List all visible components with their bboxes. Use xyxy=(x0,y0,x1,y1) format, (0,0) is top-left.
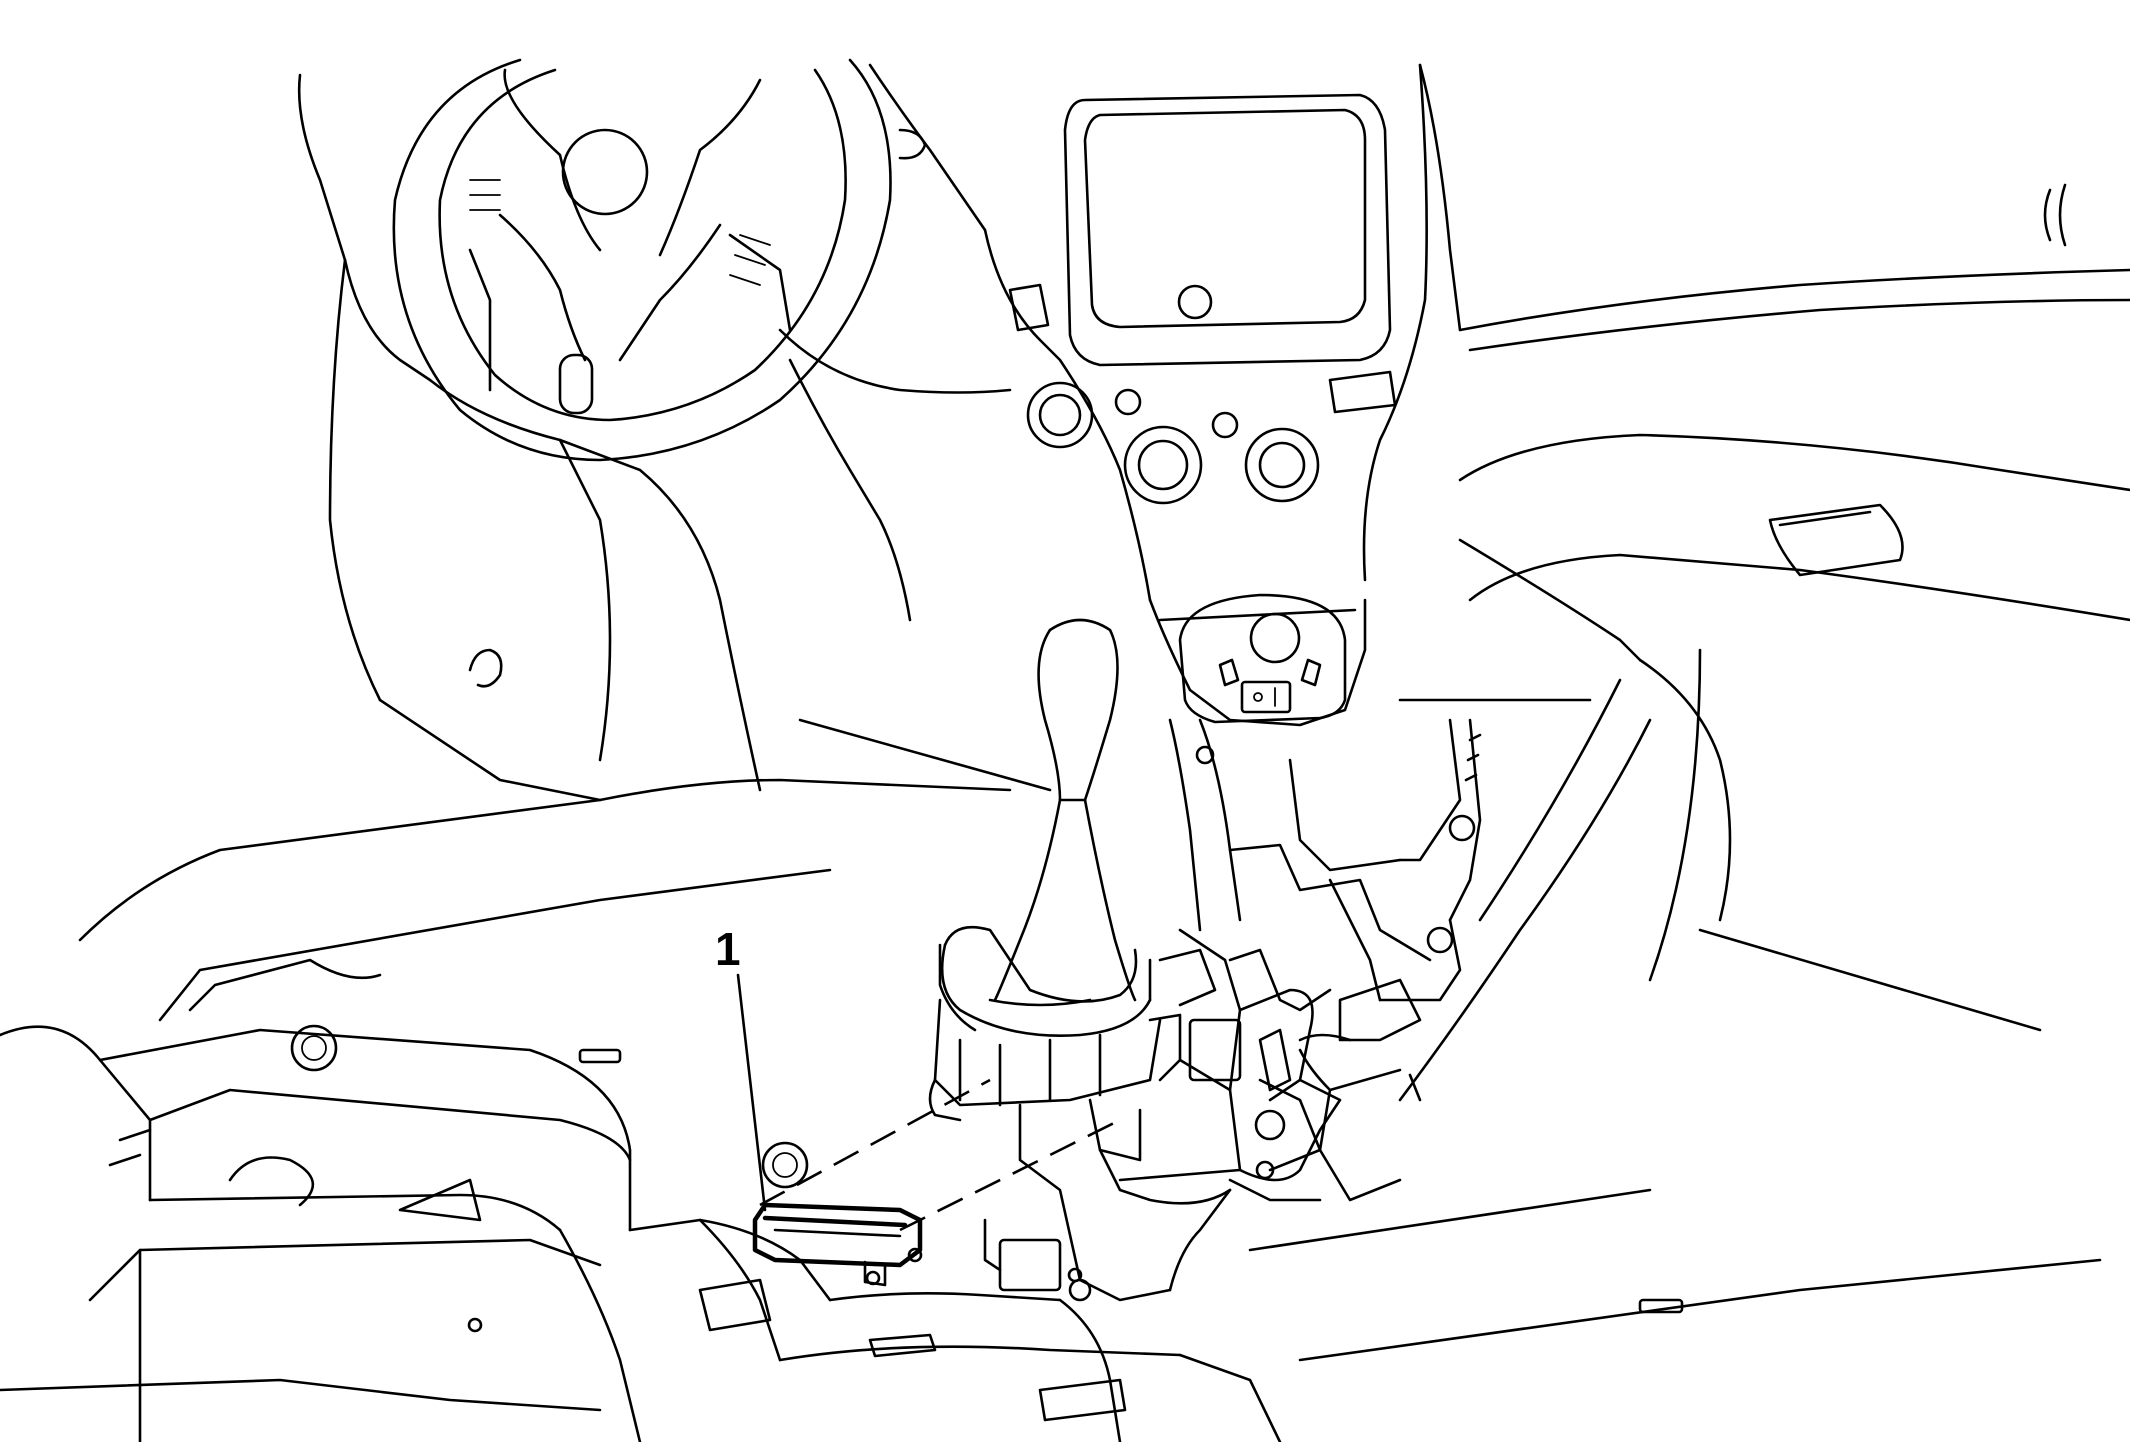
shifter-control-module xyxy=(752,1078,1121,1287)
floor-pan xyxy=(78,648,2102,1362)
callout-1: 1 xyxy=(715,923,767,1212)
console-brackets xyxy=(1168,718,1482,1202)
callout-leader-line xyxy=(736,973,767,1212)
callout-label: 1 xyxy=(715,923,741,975)
shifter-base-assembly xyxy=(928,928,1342,1302)
dashboard-upper xyxy=(297,63,2130,352)
passenger-dash xyxy=(1458,433,2130,662)
driver-footwell xyxy=(328,258,1012,802)
gear-shifter xyxy=(938,618,1152,1037)
rear-floor-structure xyxy=(0,1025,1282,1442)
steering-wheel xyxy=(343,58,927,462)
center-stack xyxy=(983,63,1428,727)
